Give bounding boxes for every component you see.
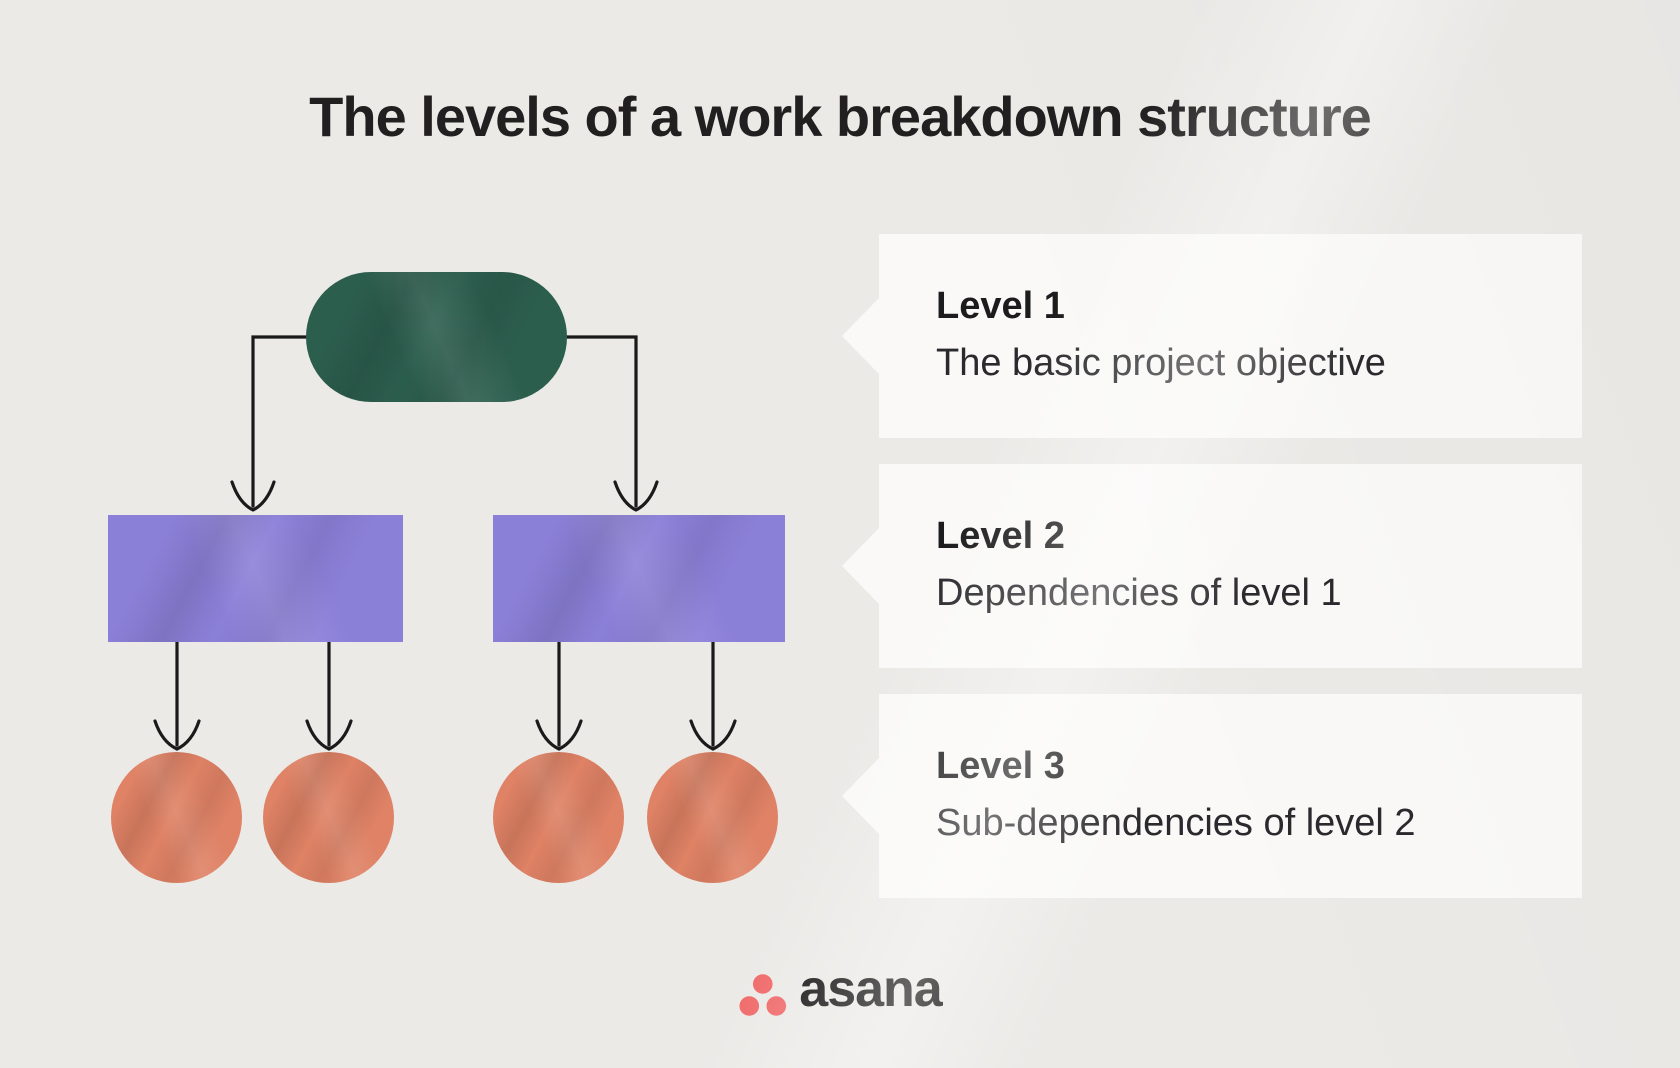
asana-logo: asana (738, 960, 943, 1026)
level3-node-1 (111, 752, 242, 883)
legend-card-level-1: Level 1 The basic project objective (842, 234, 1582, 438)
page-title: The levels of a work breakdown structure (309, 85, 1372, 148)
legend-card-title: Level 1 (936, 285, 1065, 328)
asana-wordmark: asana (799, 960, 942, 1018)
level3-node-3 (493, 752, 624, 883)
level3-node-4 (647, 752, 778, 883)
connector-root-to-level2-right (565, 335, 638, 508)
legend-card-level-2: Level 2 Dependencies of level 1 (842, 464, 1582, 668)
arrowhead-circle1 (153, 719, 201, 751)
arrowhead-level2-left (230, 480, 276, 512)
legend-card-description: Dependencies of level 1 (936, 572, 1342, 615)
legend-card-title: Level 2 (936, 515, 1065, 558)
arrowhead-level2-right (613, 480, 659, 512)
arrowhead-circle3 (535, 719, 583, 751)
level3-node-2 (263, 752, 394, 883)
legend-card-title: Level 3 (936, 745, 1065, 788)
legend-card-level-3: Level 3 Sub-dependencies of level 2 (842, 694, 1582, 898)
level2-node-1 (108, 515, 403, 642)
asana-dots-icon (739, 974, 787, 1016)
arrowhead-circle2 (305, 719, 353, 751)
level1-node-pill (306, 272, 567, 402)
arrowhead-circle4 (689, 719, 737, 751)
connector-root-to-level2-left (251, 335, 308, 508)
level2-node-2 (493, 515, 785, 642)
legend-card-description: The basic project objective (936, 342, 1386, 385)
legend-card-description: Sub-dependencies of level 2 (936, 802, 1416, 845)
